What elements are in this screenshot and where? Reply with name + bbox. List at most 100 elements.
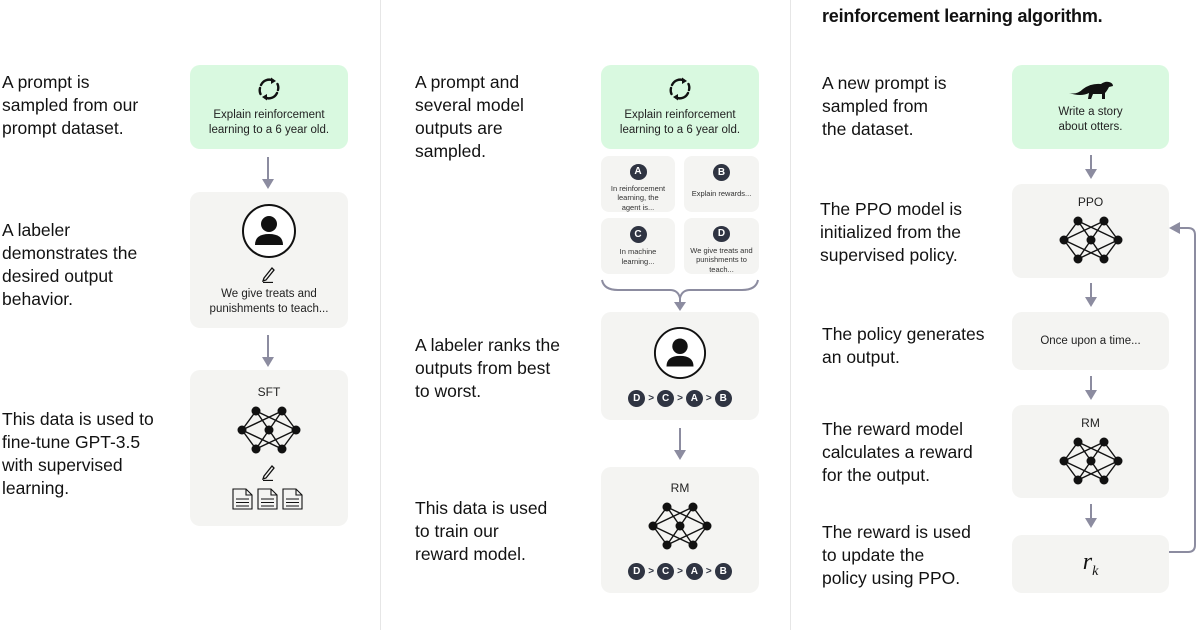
rank-separator: > xyxy=(677,565,683,577)
network-edge xyxy=(255,429,297,450)
step1-text-sample: A prompt is sampled from our prompt data… xyxy=(2,72,139,138)
network-edge xyxy=(652,505,694,527)
badge-c: C xyxy=(629,226,647,243)
network-node xyxy=(688,540,698,549)
step1-sft-card: SFT xyxy=(190,370,348,526)
network-node xyxy=(1073,216,1082,226)
network-node xyxy=(1059,235,1068,245)
arrow-down-icon xyxy=(1085,155,1097,179)
arrow-down-icon xyxy=(262,157,274,189)
network-node xyxy=(675,521,685,530)
output-text: We give treats and punishments to teach.… xyxy=(690,245,753,274)
rank-separator: > xyxy=(648,565,655,577)
sft-label: SFT xyxy=(257,385,281,399)
step1-prompt-card: Explain reinforcement learning to a 6 ye… xyxy=(190,65,348,149)
neural-network-icon xyxy=(237,406,301,454)
step2-text-rank: A labeler ranks the outputs from best to… xyxy=(415,335,560,401)
step2-prompt-card: Explain reinforcement learning to a 6 ye… xyxy=(601,65,759,149)
ppo-label: PPO xyxy=(1077,195,1104,209)
network-node xyxy=(1099,254,1108,264)
network-node xyxy=(1099,475,1108,484)
arrow-down-icon xyxy=(674,428,686,460)
network-node xyxy=(264,425,274,435)
column-divider xyxy=(380,0,381,630)
network-node xyxy=(1099,216,1108,226)
rank-separator: > xyxy=(677,392,683,404)
network-node xyxy=(662,502,672,511)
rank-badge: D xyxy=(628,562,646,580)
step3-text-reward: The reward model calculates a reward for… xyxy=(822,419,973,485)
network-node xyxy=(251,444,261,454)
output-card-c: C In machine learning... xyxy=(601,218,675,274)
network-node xyxy=(702,521,712,530)
ranking: D> C> A> B xyxy=(628,562,732,580)
step3-text-generate: The policy generates an output. xyxy=(822,324,985,367)
rm-label: RM xyxy=(1081,415,1100,430)
step3-text-update: The reward is used to update the policy … xyxy=(822,522,971,588)
step3-text-init: The PPO model is initialized from the su… xyxy=(820,199,962,265)
step2-text-train: This data is used to train our reward mo… xyxy=(415,498,548,564)
otter-icon xyxy=(1068,81,1113,99)
prompt-text: Explain reinforcement learning to a 6 ye… xyxy=(619,109,741,136)
rm-label: RM xyxy=(670,480,690,495)
step2-text-sample: A prompt and several model outputs are s… xyxy=(415,72,524,161)
step2-rm-card: RM D> C> A> B xyxy=(601,467,759,593)
step1-text-finetune: This data is used to fine-tune GPT-3.5 w… xyxy=(2,409,154,498)
network-node xyxy=(662,540,672,549)
pencil-icon xyxy=(261,267,275,283)
badge-d: D xyxy=(713,226,730,242)
brace-arrow-icon xyxy=(601,279,759,311)
network-edge xyxy=(241,410,283,431)
network-node xyxy=(1073,254,1082,264)
feedback-arrow-icon xyxy=(1169,222,1196,553)
arrow-down-icon xyxy=(1085,283,1097,307)
badge-b: B xyxy=(713,164,730,181)
rank-badge: C xyxy=(657,562,675,580)
step3-rm-card: RM xyxy=(1012,405,1169,498)
network-edge xyxy=(1077,239,1118,260)
reward-symbol: r xyxy=(1082,548,1093,575)
network-node xyxy=(1113,235,1122,245)
output-text: In reinforcement learning, the agent is.… xyxy=(610,183,666,212)
network-node xyxy=(1073,475,1082,484)
output-text: Explain rewards... xyxy=(691,189,752,198)
reward-value: rk xyxy=(1083,549,1099,580)
network-node xyxy=(1073,437,1082,446)
network-node xyxy=(1086,456,1095,465)
policy-output-text: Once upon a time... xyxy=(1040,334,1141,347)
rank-badge: D xyxy=(628,389,646,407)
network-edge xyxy=(666,524,708,546)
network-node xyxy=(688,502,698,511)
step3-prompt-card: Write a story about otters. xyxy=(1012,65,1169,149)
reward-subscript: k xyxy=(1092,563,1099,579)
arrow-down-icon xyxy=(262,335,274,367)
network-node xyxy=(1113,456,1122,465)
pencil-icon xyxy=(261,465,275,481)
step3-title: reinforcement learning algorithm. xyxy=(822,6,1103,26)
network-edge xyxy=(1063,220,1104,241)
network-node xyxy=(277,406,287,416)
network-node xyxy=(648,521,658,530)
step1-text-demonstrate: A labeler demonstrates the desired outpu… xyxy=(2,220,138,309)
rank-separator: > xyxy=(705,565,712,577)
network-node xyxy=(251,406,261,416)
network-node xyxy=(1086,235,1095,245)
documents-icon xyxy=(232,488,303,510)
rank-separator: > xyxy=(648,392,655,404)
neural-network-icon xyxy=(1059,216,1122,264)
network-edge xyxy=(1077,459,1118,481)
badge-a: A xyxy=(629,164,647,180)
output-text: In machine learning... xyxy=(619,247,657,266)
rank-badge: A xyxy=(685,389,703,407)
labeler-avatar-icon xyxy=(653,326,707,379)
rank-badge: C xyxy=(657,389,675,407)
output-card-d: D We give treats and punishments to teach… xyxy=(684,218,759,274)
rank-badge: B xyxy=(714,562,732,580)
step3-ppo-card: PPO xyxy=(1012,184,1169,278)
output-card-b: B Explain rewards... xyxy=(684,156,759,212)
prompt-text: Explain reinforcement learning to a 6 ye… xyxy=(208,109,330,136)
neural-network-icon xyxy=(1059,437,1122,484)
ranking: D> C> A> B xyxy=(628,389,732,407)
step3-text-sample: A new prompt is sampled from the dataset… xyxy=(822,73,947,139)
arrow-down-icon xyxy=(1085,376,1097,400)
